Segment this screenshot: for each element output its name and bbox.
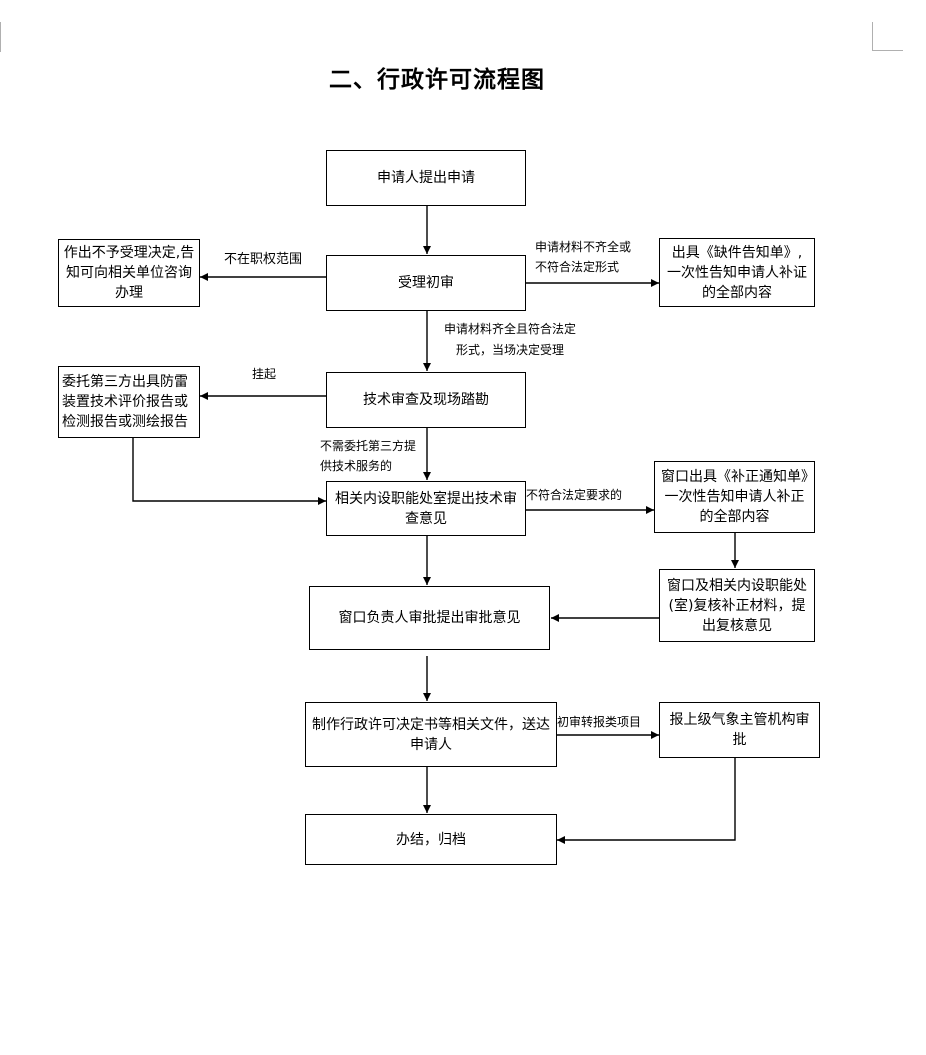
box-correction-notice: 窗口出具《补正通知单》一次性告知申请人补正的全部内容: [654, 461, 815, 533]
box-third-party: 委托第三方出具防雷装置技术评价报告或检测报告或测绘报告: [58, 366, 200, 438]
label-incomplete-line1: 申请材料不齐全或: [535, 240, 632, 254]
box-recheck: 窗口及相关内设职能处(室)复核补正材料，提出复核意见: [659, 569, 815, 642]
box-apply: 申请人提出申请: [326, 150, 526, 206]
box-dept-opinion: 相关内设职能处室提出技术审查意见: [326, 481, 526, 536]
label-complete-line2: 形式，当场决定受理: [456, 343, 565, 357]
box-tech-review: 技术审查及现场踏勘: [326, 372, 526, 428]
label-suspend: 挂起: [252, 367, 277, 381]
box-reject: 作出不予受理决定,告知可向相关单位咨询办理: [58, 239, 200, 307]
box-decision: 制作行政许可决定书等相关文件，送达申请人: [305, 702, 557, 767]
label-report-up: 初审转报类项目: [557, 712, 642, 733]
box-superior: 报上级气象主管机构审批: [659, 702, 820, 758]
box-window-approval: 窗口负责人审批提出审批意见: [309, 586, 550, 650]
box-initial-review: 受理初审: [326, 255, 526, 311]
page-title: 二、行政许可流程图: [329, 67, 545, 93]
label-no-third-line1: 不需委托第三方提: [320, 439, 417, 453]
page-corner-top-left: [0, 22, 3, 52]
box-archive: 办结，归档: [305, 814, 557, 865]
label-not-compliant: 不符合法定要求的: [526, 485, 623, 506]
label-complete-line1: 申请材料齐全且符合法定: [444, 322, 577, 336]
label-incomplete-line2: 不符合法定形式: [535, 260, 620, 274]
arrow-third-party-to-dept: [132, 438, 326, 505]
label-not-in-scope: 不在职权范围: [224, 252, 303, 267]
arrow-superior-to-archive: [557, 758, 736, 844]
page-corner-top-right: [872, 22, 903, 51]
box-deficiency-notice: 出具《缺件告知单》, 一次性告知申请人补证的全部内容: [659, 238, 815, 307]
label-no-third-line2: 供技术服务的: [320, 459, 393, 473]
